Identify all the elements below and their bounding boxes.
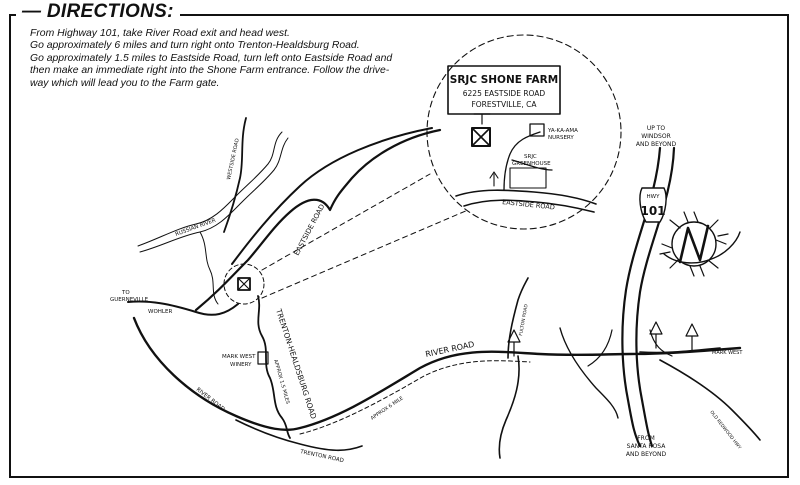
landmark-icon	[649, 321, 663, 349]
from-label: FROM	[637, 435, 655, 442]
direction-step: Go approximately 1.5 miles to Eastside R…	[30, 52, 393, 64]
inset-road-label: EASTSIDE ROAD	[502, 198, 555, 211]
inset-connector	[261, 173, 469, 299]
fulton-road-label: FULTON ROAD	[518, 303, 530, 336]
landmark-icon	[685, 323, 699, 351]
mark-west-label: MARK WEST	[712, 350, 743, 356]
inset-greenhouse	[509, 167, 547, 189]
highway-101-ramp	[587, 329, 673, 367]
inset-nursery-label: YA-KA-AMA	[547, 128, 578, 134]
westside-road-label: WESTSIDE ROAD	[226, 138, 241, 181]
compass-n-icon	[678, 224, 710, 264]
from-label-2: SANTA ROSA	[627, 443, 667, 450]
eastside-road-north	[231, 127, 433, 265]
river-road	[132, 316, 742, 431]
direction-step: Go approximately 6 miles and turn right …	[30, 40, 360, 52]
inset-farm-cross	[471, 127, 491, 147]
direction-step: From Highway 101, take River Road exit a…	[30, 28, 290, 39]
inset-arrow	[489, 171, 499, 187]
wohler-road	[127, 300, 239, 316]
inset-label-box	[447, 65, 561, 115]
directions-heading: — DIRECTIONS:	[16, 0, 180, 24]
inset-nursery-label-2: NURSERY	[548, 135, 574, 141]
approx-6-label: APPROX 6 MILE	[370, 395, 405, 421]
mark-west-winery-label: MARK WEST	[222, 354, 256, 360]
mark-west-winery-label-2: WINERY	[230, 362, 252, 368]
wohler-label: WOHLER	[148, 309, 172, 315]
direction-step: then make an immediate right into the Sh…	[30, 65, 390, 77]
trenton-healdsburg-label: TRENTON-HEALDSBURG ROAD	[274, 307, 319, 420]
inset-driveway-branch	[511, 159, 553, 171]
direction-step: way which will lead you to the Farm gate…	[30, 77, 220, 89]
inset-flag-pole	[473, 113, 491, 125]
inset-farm-icon	[471, 127, 491, 147]
up-to-label-2: WINDSOR	[641, 133, 671, 140]
hwy-number-label: 101	[640, 204, 665, 218]
farm-marker-icon	[237, 277, 251, 291]
old-redwood-hwy	[659, 359, 761, 441]
landmark-icon	[507, 329, 521, 357]
trenton-road-label: TRENTON ROAD	[299, 449, 345, 464]
trenton-healdsburg-road	[257, 295, 291, 439]
local-road	[559, 327, 619, 419]
compass-spikes	[659, 211, 729, 277]
river-road-sw-label: RIVER ROAD	[195, 387, 226, 413]
to-label: TO	[121, 290, 130, 296]
hwy-label: HWY	[647, 194, 661, 200]
inset-city: FORESTVILLE, CA	[471, 100, 537, 109]
inset-eastside-road-edge	[463, 199, 595, 213]
inset-greenhouse-label: SRJC	[524, 154, 537, 160]
compass-swoosh	[663, 231, 741, 264]
farm-location-circle	[223, 263, 265, 305]
directions-text: From Highway 101, take River Road exit a…	[30, 28, 425, 90]
up-to-label: UP TO	[647, 125, 666, 132]
mark-west-road	[639, 347, 721, 354]
winery-icon	[257, 351, 269, 365]
guerneville-label: GUERNEVILLE	[110, 297, 149, 303]
hwy-101-shield	[639, 187, 667, 223]
map-frame	[9, 14, 789, 478]
inset-title: SRJC SHONE FARM	[450, 74, 558, 86]
trenton-road	[235, 419, 363, 452]
russian-river-bank	[139, 137, 289, 253]
fulton-road-south	[498, 355, 520, 459]
inset-eastside-road	[455, 189, 597, 205]
up-to-label-3: AND BEYOND	[636, 141, 677, 148]
inset-greenhouse-label-2: GREENHOUSE	[512, 161, 551, 167]
compass-rose	[671, 221, 717, 267]
westside-road	[223, 117, 247, 233]
eastside-road-label: EASTSIDE ROAD	[293, 203, 327, 257]
inset-address: 6225 EASTSIDE ROAD	[463, 89, 546, 98]
from-label-3: AND BEYOND	[626, 451, 667, 458]
inset-circle	[426, 34, 622, 230]
approx-6-miles-path	[299, 360, 531, 435]
inset-nursery	[529, 123, 545, 137]
farm-marker-cross	[237, 277, 251, 291]
